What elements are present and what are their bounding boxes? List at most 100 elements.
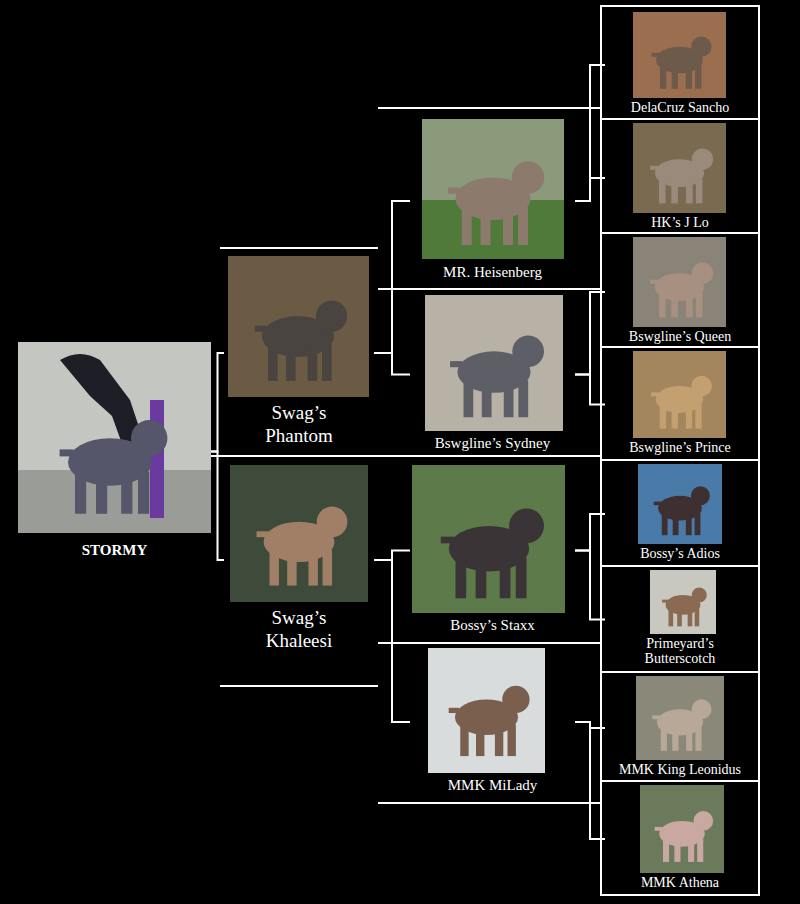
ancestor-box: Primeyard’s Butterscotch [605,570,755,669]
dog-figure [655,811,714,862]
photo [230,465,368,602]
frame-line [601,780,759,782]
dog-figure [449,686,530,756]
dog-name: MMK MiLady [415,777,570,794]
photo-ground [412,465,565,613]
photo-ground [633,237,726,327]
photo-ground [422,119,564,259]
pedigree-connector [575,375,605,405]
dog-name: DelaCruz Sancho [610,100,750,115]
ancestor-box: Bossy’s Staxx [410,465,575,636]
pedigree-connector [575,292,605,375]
frame-line [601,565,759,567]
photo-ground [640,785,724,873]
frame-line [378,107,601,109]
dog-figure [60,420,168,514]
photo [228,256,369,397]
frame-line [220,247,378,249]
dog-name: Primeyard’s Butterscotch [610,636,750,667]
photo [636,676,724,760]
photo-ground [638,464,722,544]
dog-figure [654,486,710,535]
photo-ground [425,295,563,431]
dog-name: Swag’s Phantom [249,402,349,448]
dog-figure [448,161,544,245]
photo [650,570,716,634]
frame-line [601,118,759,120]
photo [422,119,564,259]
dog-name: HK’s J Lo [610,215,750,230]
dog-name: MR. Heisenberg [415,264,570,281]
photo [633,123,726,213]
photo-ground [633,123,726,213]
photo [633,351,726,438]
photo [633,12,726,98]
ancestor-box: MMK King Leonidus [605,676,755,780]
dog-figure [650,263,713,318]
ancestor-box: Swag’s Phantom [224,256,374,450]
frame-box [601,6,759,895]
photo [412,465,565,613]
photo [633,237,726,327]
dog-figure [651,37,711,89]
ancestor-box: Swag’s Khaleesi [224,465,374,655]
dog-name: Swag’s Khaleesi [249,607,349,653]
ancestor-box: MMK MiLady [410,648,575,796]
pedigree-connector [575,178,605,201]
photo-ground [18,342,211,533]
dog-name: MMK Athena [610,875,750,890]
photo [425,295,563,431]
dog-figure [255,301,347,381]
dog-name: Bswgline’s Prince [610,440,750,455]
photo-ground [230,465,368,602]
frame-line [378,642,601,644]
frame-line [211,455,601,457]
pedigree-connector [211,353,224,452]
frame-line [601,346,759,348]
frame-line [220,685,378,687]
pedigree-connector [575,65,605,201]
photo [640,785,724,873]
pedigree-connector [575,514,605,551]
frame-line [378,288,601,290]
pedigree-connector [374,201,410,353]
handler-figure [150,400,164,518]
dog-name: Bossy’s Adios [610,546,750,561]
photo-ground [428,648,545,773]
frame-line [601,232,759,234]
subject-box: STORMY [18,342,211,561]
pedigree-connector [575,722,605,839]
photo [428,648,545,773]
frame-line [601,671,759,673]
frame-line [601,459,759,461]
dog-figure [650,149,713,204]
dog-figure [441,509,544,599]
dog-figure [652,699,711,751]
dog-figure [651,376,712,429]
dog-name: MMK King Leonidus [610,762,750,777]
photo-ground [636,676,724,760]
ancestor-box: Bswgline’s Sydney [410,295,575,454]
frame-line [378,802,601,804]
pedigree-connector [374,353,410,375]
photo [18,342,211,533]
dog-figure [257,507,348,586]
photo-ground [633,12,726,98]
ancestor-box: DelaCruz Sancho [605,12,755,118]
pedigree-connector [374,560,410,722]
photo-ground [633,351,726,438]
pedigree-frame [211,6,759,895]
ancestor-box: Bossy’s Adios [605,464,755,564]
photo-ground [228,256,369,397]
ancestor-box: Bswgline’s Prince [605,351,755,458]
ancestor-box: MMK Athena [605,785,755,893]
dog-name: Bswgline’s Queen [610,329,750,344]
ancestor-box: HK’s J Lo [605,123,755,233]
photo [638,464,722,544]
ancestor-box: Bswgline’s Queen [605,237,755,347]
photo-ground [650,570,716,634]
pedigree-connector [374,551,410,561]
dog-name: Bossy’s Staxx [415,617,570,634]
